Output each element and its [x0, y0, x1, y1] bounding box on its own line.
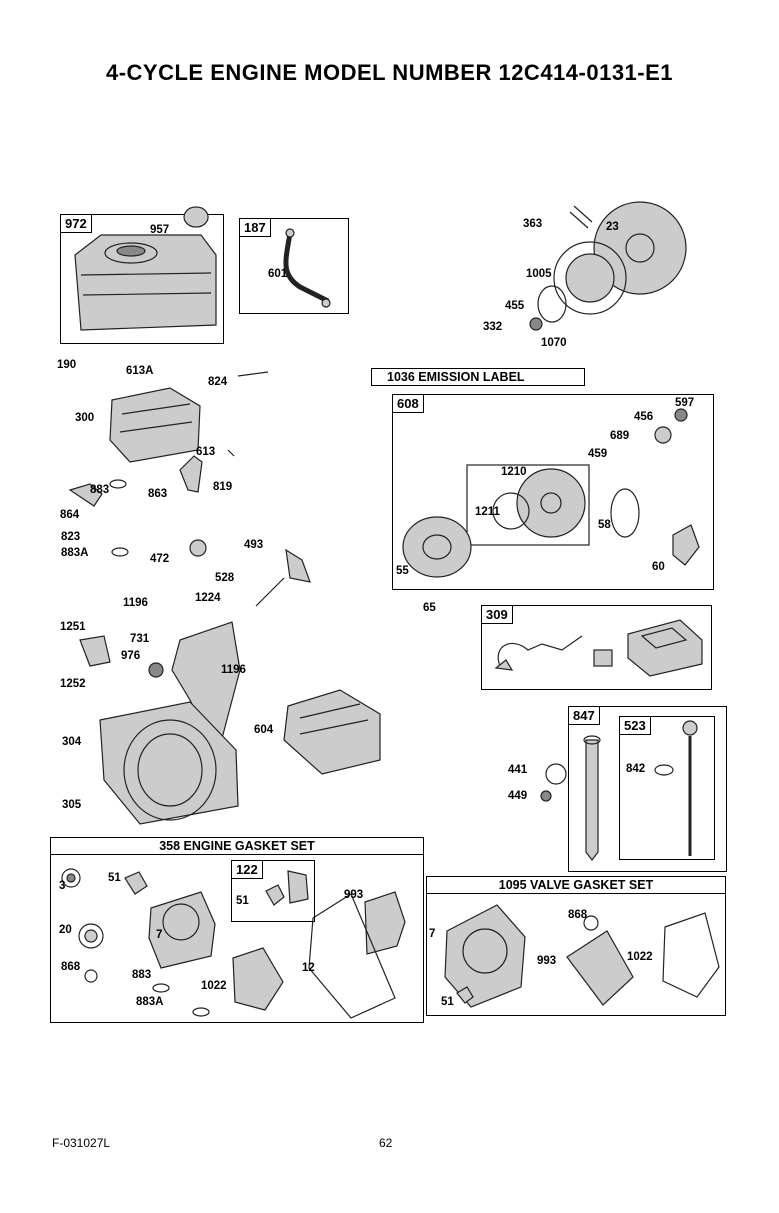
emission-label-box: 1036 EMISSION LABEL [371, 368, 585, 386]
part-1210: 1210 [501, 466, 527, 478]
part-60: 60 [652, 561, 665, 573]
clamp-drawing [540, 763, 567, 802]
part-23: 23 [606, 221, 619, 233]
part-842: 842 [626, 763, 646, 775]
part-449: 449 [508, 790, 528, 802]
part-20: 20 [59, 924, 72, 936]
part-1196-a: 1196 [123, 597, 148, 609]
tank-bracket-drawing [68, 371, 311, 607]
dipstick-tube-box [568, 706, 727, 872]
part-883a-b: 883A [136, 996, 164, 1008]
part-868-b: 868 [568, 909, 588, 921]
part-1022-b: 1022 [627, 951, 653, 963]
part-58: 58 [598, 519, 611, 531]
dipstick-box [619, 716, 715, 860]
part-824: 824 [208, 376, 228, 388]
part-731: 731 [130, 633, 150, 645]
flywheel-drawing [529, 201, 687, 331]
page-title: 4-CYCLE ENGINE MODEL NUMBER 12C414-0131-… [105, 60, 674, 85]
fuel-line-tag: 187 [239, 218, 271, 237]
ignition-drawing [494, 619, 703, 677]
part-472: 472 [150, 553, 170, 565]
valve-gasket-set-box: 1095 VALVE GASKET SET [426, 876, 726, 1016]
shroud-drawing [79, 621, 381, 825]
starter-drawing [402, 408, 700, 578]
fuel-tank-tag: 972 [60, 214, 92, 233]
valve-gasket-set-header: 1095 VALVE GASKET SET [427, 877, 725, 894]
part-1005: 1005 [526, 268, 552, 280]
part-1022-a: 1022 [201, 980, 227, 992]
part-332: 332 [483, 321, 503, 333]
part-51-a: 51 [108, 872, 121, 884]
engine-gasket-set-box: 358 ENGINE GASKET SET [50, 837, 424, 1023]
part-1196-b: 1196 [221, 664, 246, 676]
part-456: 456 [634, 411, 654, 423]
part-604: 604 [254, 724, 274, 736]
fuel-tank-drawing [74, 206, 217, 331]
inner-gasket-tag: 122 [231, 860, 263, 879]
part-7-a: 7 [156, 929, 163, 941]
dipstick-tube-tag: 847 [568, 706, 600, 725]
inner-gasket-drawing [265, 870, 309, 906]
part-613: 613 [196, 446, 216, 458]
part-883: 883 [90, 484, 110, 496]
part-1224: 1224 [195, 592, 221, 604]
part-689: 689 [610, 430, 630, 442]
inner-gasket-box [231, 860, 315, 922]
part-493: 493 [244, 539, 264, 551]
part-1211: 1211 [475, 506, 500, 518]
part-190: 190 [57, 359, 77, 371]
part-65: 65 [423, 602, 436, 614]
part-7-b: 7 [429, 928, 436, 940]
starter-tag: 608 [392, 394, 424, 413]
part-863: 863 [148, 488, 168, 500]
valve-gaskets-drawing [444, 904, 720, 1008]
part-1251: 1251 [60, 621, 86, 633]
part-864: 864 [60, 509, 80, 521]
ignition-box [481, 605, 712, 690]
dipstick-tag: 523 [619, 716, 651, 735]
part-597: 597 [675, 397, 695, 409]
engine-gasket-set-header: 358 ENGINE GASKET SET [51, 838, 423, 855]
part-993-a: 993 [344, 889, 364, 901]
part-823: 823 [61, 531, 81, 543]
part-1252: 1252 [60, 678, 86, 690]
part-55: 55 [396, 565, 409, 577]
part-12: 12 [302, 962, 315, 974]
part-868-a: 868 [61, 961, 81, 973]
inner-part-51: 51 [236, 895, 249, 907]
part-883-b: 883 [132, 969, 152, 981]
part-528: 528 [215, 572, 235, 584]
part-601: 601 [268, 268, 288, 280]
engine-gaskets-drawing [61, 868, 406, 1019]
part-1070: 1070 [541, 337, 567, 349]
part-300: 300 [75, 412, 95, 424]
ignition-tag: 309 [481, 605, 513, 624]
part-441: 441 [508, 764, 528, 776]
starter-box [392, 394, 714, 590]
part-459: 459 [588, 448, 608, 460]
emission-label-header: 1036 EMISSION LABEL [387, 370, 525, 384]
part-883a: 883A [61, 547, 89, 559]
footer-code: F-031027L [52, 1136, 111, 1150]
part-819: 819 [213, 481, 233, 493]
part-305: 305 [62, 799, 82, 811]
fuel-line-box [239, 218, 349, 314]
page-number: 62 [379, 1136, 393, 1150]
part-976: 976 [121, 650, 141, 662]
dipstick-drawing [583, 720, 698, 861]
fuel-line-drawing [283, 228, 331, 308]
part-455: 455 [505, 300, 525, 312]
fuel-tank-box [60, 206, 224, 344]
part-613a: 613A [126, 365, 154, 377]
part-957: 957 [150, 224, 170, 236]
part-3: 3 [59, 880, 66, 892]
part-51-b: 51 [441, 996, 454, 1008]
part-304: 304 [62, 736, 82, 748]
part-993-b: 993 [537, 955, 557, 967]
part-363: 363 [523, 218, 543, 230]
